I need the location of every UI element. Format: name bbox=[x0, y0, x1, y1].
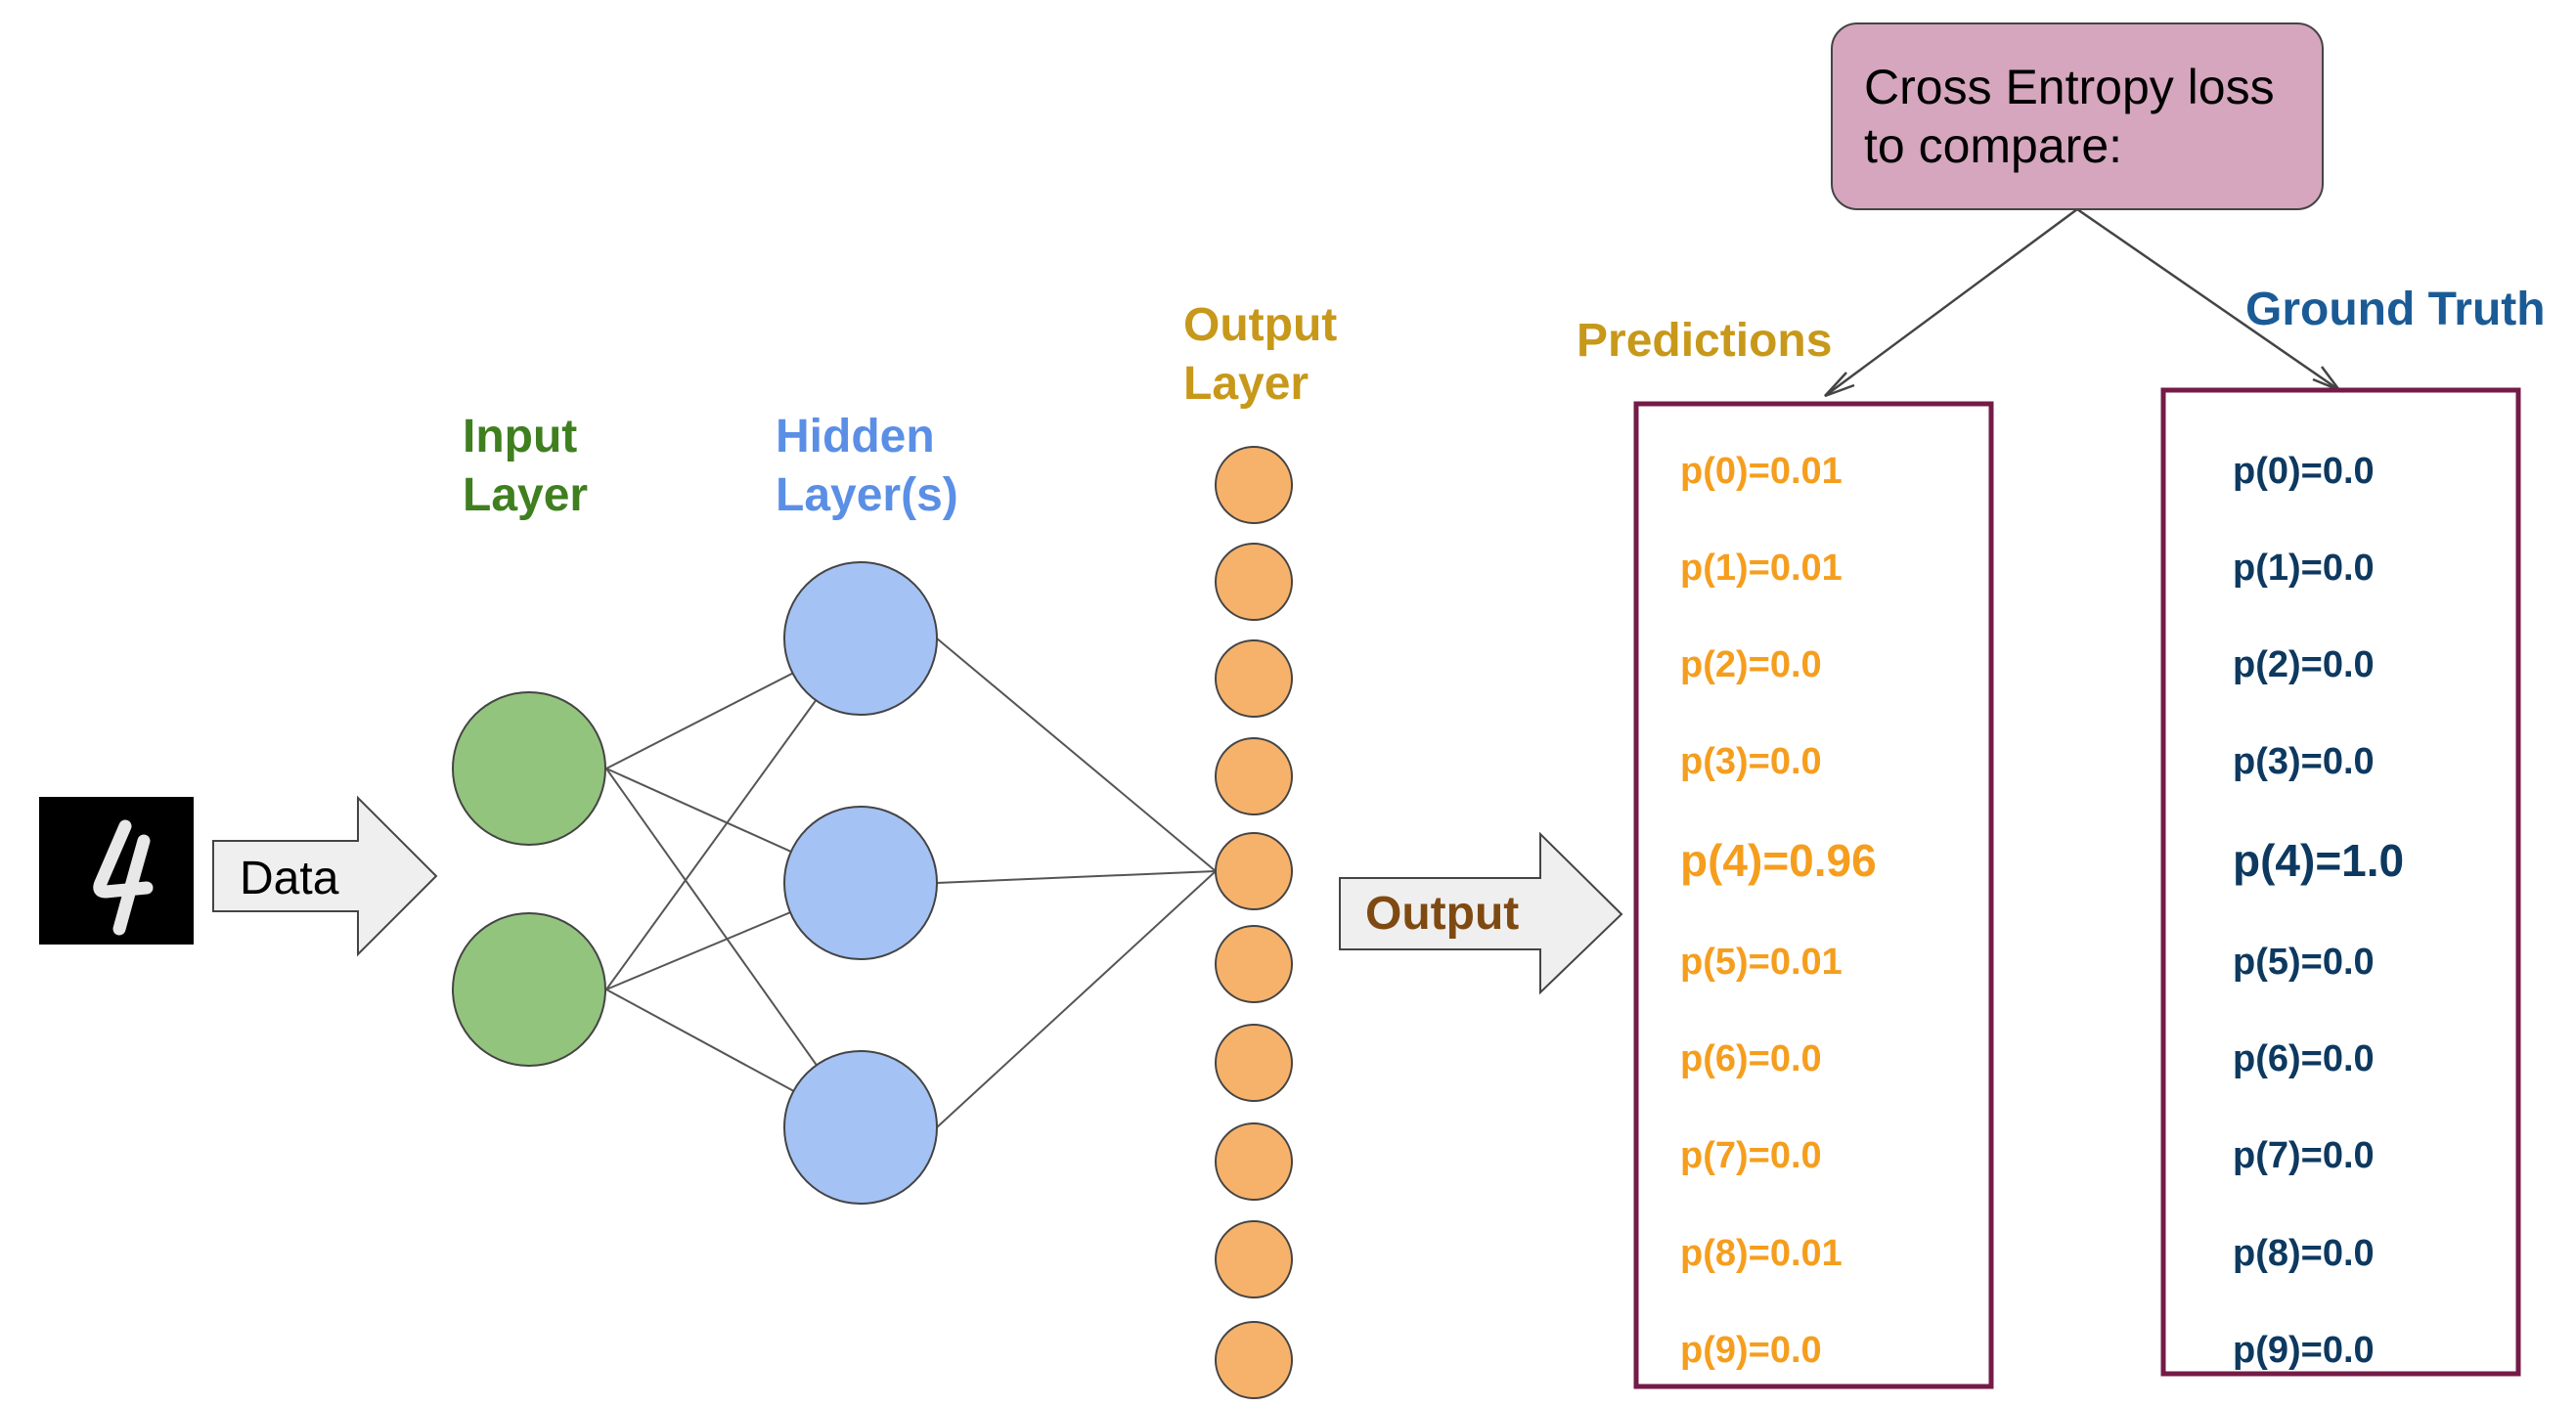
ground-truth-item: p(5)=0.0 bbox=[2233, 942, 2375, 983]
ground-truth-item: p(6)=0.0 bbox=[2233, 1038, 2375, 1079]
ground-truth-title: Ground Truth bbox=[2245, 284, 2546, 335]
data-arrow: Data bbox=[212, 795, 438, 957]
data-arrow-label: Data bbox=[240, 853, 339, 904]
arrow-head-ground-truth bbox=[2312, 366, 2343, 393]
hidden-layer-title-line2: Layer(s) bbox=[776, 469, 958, 521]
prediction-item: p(7)=0.0 bbox=[1680, 1135, 1822, 1176]
ground-truth-item: p(7)=0.0 bbox=[2233, 1135, 2375, 1176]
output-arrow: Output bbox=[1339, 831, 1623, 995]
ground-truth-box bbox=[2160, 387, 2521, 1377]
output-node bbox=[1215, 1321, 1293, 1399]
ground-truth-item-highlight: p(4)=1.0 bbox=[2233, 835, 2404, 886]
input-node bbox=[452, 691, 606, 846]
ground-truth-panel: Ground Truth p(0)=0.0 p(1)=0.0 p(2)=0.0 … bbox=[2160, 284, 2546, 1377]
prediction-item: p(3)=0.0 bbox=[1680, 741, 1822, 782]
hidden-layer: Hidden Layer(s) bbox=[776, 411, 958, 1205]
ground-truth-item: p(8)=0.0 bbox=[2233, 1233, 2375, 1274]
input-layer: Input Layer bbox=[452, 411, 606, 1067]
input-layer-title-line2: Layer bbox=[463, 469, 588, 521]
output-layer-title-line2: Layer bbox=[1183, 358, 1309, 410]
ground-truth-item: p(2)=0.0 bbox=[2233, 644, 2375, 685]
prediction-item: p(6)=0.0 bbox=[1680, 1038, 1822, 1079]
hidden-node bbox=[783, 1050, 938, 1205]
output-node bbox=[1215, 1024, 1293, 1102]
ground-truth-item: p(9)=0.0 bbox=[2233, 1330, 2375, 1371]
predictions-panel: Predictions p(0)=0.01 p(1)=0.01 p(2)=0.0… bbox=[1577, 315, 1994, 1389]
output-node bbox=[1215, 832, 1293, 910]
hidden-layer-title-line1: Hidden bbox=[776, 411, 935, 462]
arrow-head-predictions bbox=[1824, 372, 1855, 398]
ground-truth-item: p(3)=0.0 bbox=[2233, 741, 2375, 782]
output-node bbox=[1215, 737, 1293, 815]
mnist-digit-image bbox=[39, 797, 194, 945]
network-connections bbox=[605, 638, 1217, 1128]
prediction-item: p(2)=0.0 bbox=[1680, 644, 1822, 685]
cross-entropy-loss-box: Cross Entropy loss to compare: bbox=[1831, 22, 2324, 210]
hidden-node bbox=[783, 561, 938, 716]
input-layer-title-line1: Input bbox=[463, 411, 577, 462]
prediction-item: p(1)=0.01 bbox=[1680, 548, 1843, 589]
loss-box-line1: Cross Entropy loss bbox=[1864, 60, 2275, 114]
prediction-item: p(9)=0.0 bbox=[1680, 1330, 1822, 1371]
output-node bbox=[1215, 925, 1293, 1003]
prediction-item: p(5)=0.01 bbox=[1680, 942, 1843, 983]
ground-truth-item: p(0)=0.0 bbox=[2233, 451, 2375, 492]
loss-box-line2: to compare: bbox=[1864, 118, 2122, 173]
output-node bbox=[1215, 543, 1293, 621]
hidden-node bbox=[783, 806, 938, 960]
predictions-box bbox=[1633, 401, 1994, 1389]
input-node bbox=[452, 912, 606, 1067]
output-arrow-label: Output bbox=[1365, 888, 1519, 940]
prediction-item: p(8)=0.01 bbox=[1680, 1233, 1843, 1274]
output-node bbox=[1215, 1122, 1293, 1201]
prediction-item: p(0)=0.01 bbox=[1680, 451, 1843, 492]
prediction-item-highlight: p(4)=0.96 bbox=[1680, 835, 1877, 886]
predictions-title: Predictions bbox=[1577, 315, 1832, 367]
output-layer-title-line1: Output bbox=[1183, 299, 1337, 351]
output-node bbox=[1215, 1220, 1293, 1298]
output-layer: Output Layer bbox=[1183, 299, 1337, 1399]
output-node bbox=[1215, 446, 1293, 524]
output-node bbox=[1215, 639, 1293, 718]
ground-truth-item: p(1)=0.0 bbox=[2233, 548, 2375, 589]
